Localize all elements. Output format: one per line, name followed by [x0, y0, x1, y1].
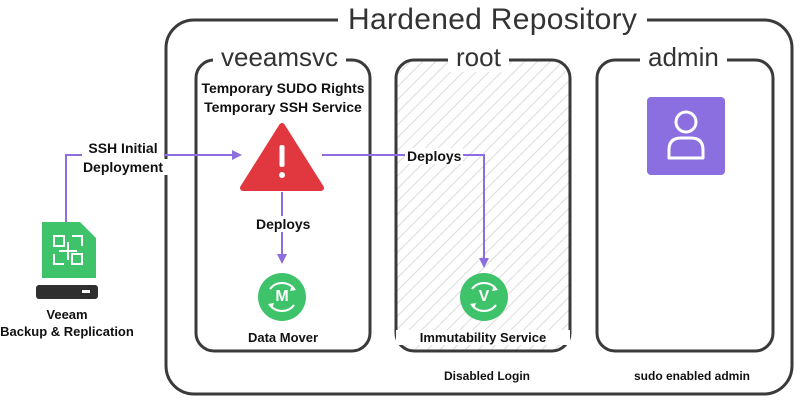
veeam-name: Veeam: [46, 307, 88, 322]
data-mover-letter: M: [275, 288, 289, 305]
deploys-arrow-immutability: [322, 154, 489, 268]
data-mover-label: Data Mover: [247, 330, 319, 345]
sudo-enabled-admin-caption: sudo enabled admin: [634, 369, 751, 383]
ssh-arrow: [65, 150, 242, 222]
admin-title: admin: [640, 42, 727, 72]
ssh-initial-label: SSH Initial: [82, 140, 164, 156]
immutability-letter: V: [478, 288, 490, 305]
hardened-repository-title: Hardened Repository: [338, 3, 648, 37]
root-title: root: [448, 42, 509, 72]
immutability-service-icon: [460, 273, 508, 321]
veeam-logo-icon: [42, 222, 96, 278]
veeamsvc-title: veeamsvc: [213, 42, 347, 72]
server-icon: [36, 285, 98, 299]
backup-replication-name: Backup & Replication: [0, 324, 134, 339]
warning-triangle-icon: [240, 123, 324, 191]
temporary-ssh-service: Temporary SSH Service: [204, 99, 362, 115]
user-icon: [647, 97, 725, 175]
deploys-label-immutability: Deploys: [405, 148, 464, 164]
temporary-sudo-rights: Temporary SUDO Rights: [201, 80, 365, 96]
deploys-label-data-mover: Deploys: [254, 216, 313, 232]
data-mover-icon: [258, 273, 306, 321]
immutability-service-label: Immutability Service: [396, 330, 570, 345]
disabled-login-caption: Disabled Login: [444, 369, 531, 383]
deployment-label: Deployment: [78, 159, 168, 175]
